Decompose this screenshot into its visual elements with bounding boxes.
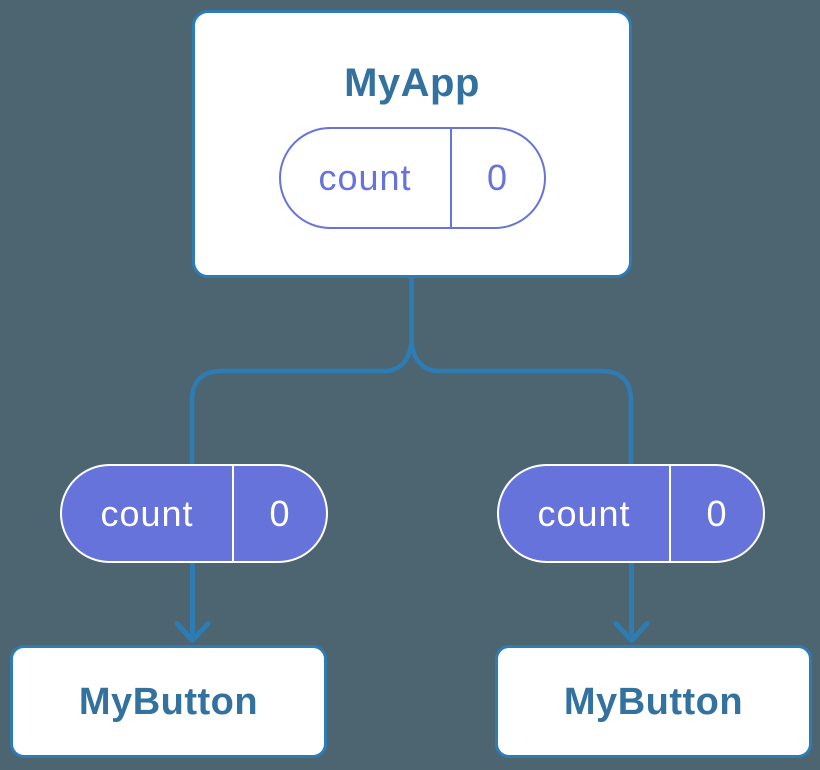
child-component-title: MyButton: [563, 680, 744, 723]
child-component-card-right: MyButton: [495, 645, 812, 758]
prop-pill-right: count 0: [497, 464, 765, 563]
branch-left-line: [189, 277, 414, 464]
branch-right-line: [409, 337, 634, 464]
root-state-pill: count 0: [278, 127, 546, 229]
prop-pill-left: count 0: [60, 464, 328, 563]
state-value: 0: [486, 157, 509, 198]
prop-value: 0: [269, 492, 291, 534]
prop-value: 0: [706, 492, 728, 534]
root-component-title: MyApp: [344, 61, 480, 105]
arrow-down-icon-left: [174, 559, 211, 643]
prop-name: count: [499, 466, 671, 561]
arrow-down-icon-right: [613, 559, 650, 643]
child-component-card-left: MyButton: [10, 645, 327, 758]
root-component-card: MyApp count 0: [192, 10, 632, 278]
prop-name: count: [62, 466, 234, 561]
state-name: count: [281, 129, 452, 227]
child-component-title: MyButton: [78, 680, 259, 723]
